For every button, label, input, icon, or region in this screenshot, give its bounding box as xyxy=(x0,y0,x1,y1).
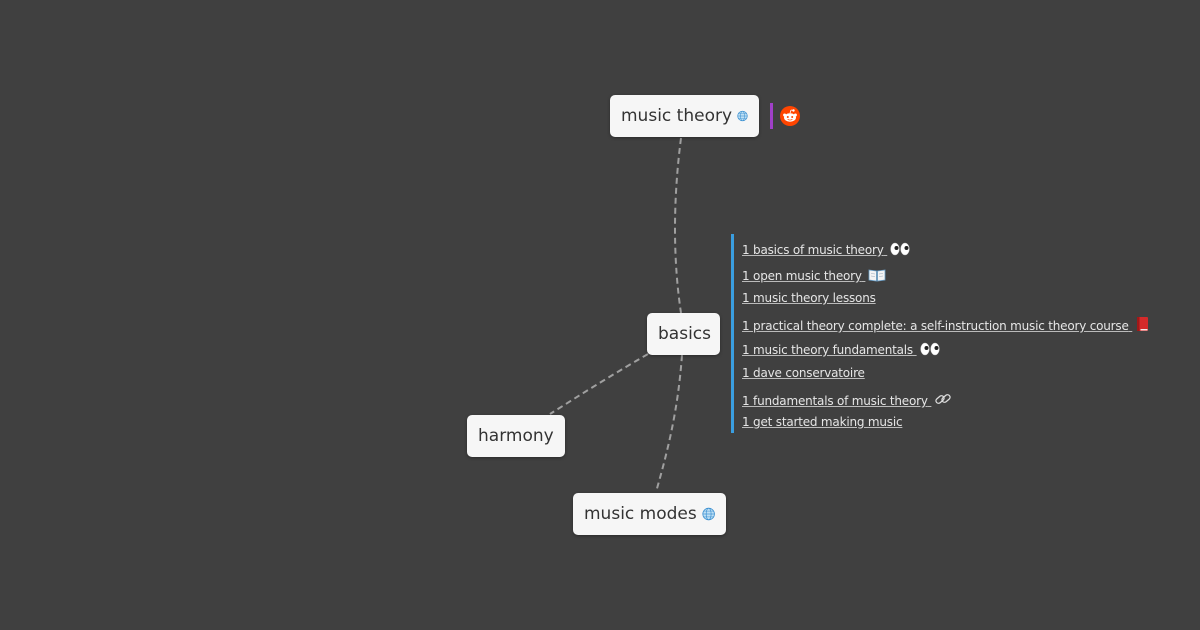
node-music-modes[interactable]: music modes xyxy=(573,493,726,535)
edge-basics-modes xyxy=(655,354,683,493)
eyes-icon xyxy=(920,342,940,356)
node-label: music modes xyxy=(584,504,697,524)
eyes-icon xyxy=(890,242,910,256)
node-label: music theory xyxy=(621,106,733,126)
link-label: 1 dave conservatoire xyxy=(742,366,865,380)
red-book-icon xyxy=(1137,317,1149,331)
link-item[interactable]: 1 open music theory xyxy=(742,268,886,283)
globe-icon[interactable] xyxy=(702,506,715,522)
link-item[interactable]: 1 practical theory complete: a self-inst… xyxy=(742,316,1149,333)
link-label: 1 fundamentals of music theory xyxy=(742,394,928,408)
link-label: 1 music theory lessons xyxy=(742,291,876,305)
link-label: 1 basics of music theory xyxy=(742,243,884,257)
node-label: basics xyxy=(658,324,711,344)
link-label: 1 open music theory xyxy=(742,269,862,283)
open-book-icon xyxy=(869,269,886,282)
node-label: harmony xyxy=(478,426,554,446)
link-item[interactable]: 1 dave conservatoire xyxy=(742,366,865,380)
node-music-theory[interactable]: music theory xyxy=(610,95,759,137)
link-item[interactable]: 1 fundamentals of music theory xyxy=(742,391,952,408)
link-label: 1 music theory fundamentals xyxy=(742,343,913,357)
attachment-bar xyxy=(770,103,773,129)
link-item[interactable]: 1 get started making music xyxy=(742,415,903,429)
link-item[interactable]: 1 music theory fundamentals xyxy=(742,342,940,357)
edge-basics-harmony xyxy=(549,353,649,415)
links-bar xyxy=(731,234,734,433)
edge-root-basics xyxy=(674,137,682,314)
link-label: 1 get started making music xyxy=(742,415,903,429)
node-basics[interactable]: basics xyxy=(647,313,720,355)
node-harmony[interactable]: harmony xyxy=(467,415,565,457)
globe-icon[interactable] xyxy=(737,108,748,124)
link-label: 1 practical theory complete: a self-inst… xyxy=(742,319,1129,333)
reddit-icon[interactable] xyxy=(780,106,800,126)
link-item[interactable]: 1 basics of music theory xyxy=(742,242,910,257)
link-icon xyxy=(935,394,952,404)
link-item[interactable]: 1 music theory lessons xyxy=(742,291,876,305)
